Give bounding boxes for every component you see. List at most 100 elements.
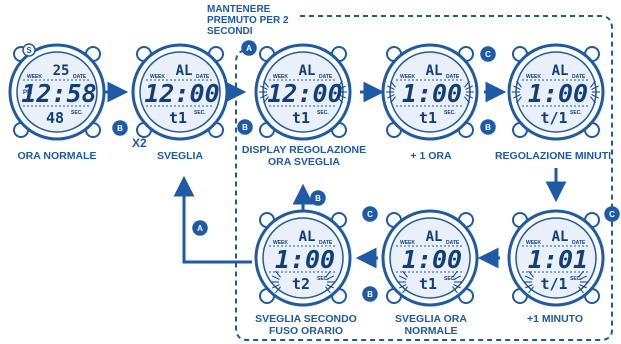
caption-piu-una-ora: + 1 ORA [386, 150, 476, 162]
button-s-badge-letter: S [26, 46, 32, 55]
display-top: AL [552, 229, 569, 245]
date-label: DATE [319, 74, 333, 80]
blink-ray [516, 96, 522, 104]
multiplier-label: X2 [132, 136, 147, 150]
caption-display-regolazione-line-1: DISPLAY REGOLAZIONE [241, 144, 367, 156]
blink-ray [512, 85, 521, 90]
week-label: WEEK [400, 240, 415, 246]
blink-ray [275, 286, 281, 294]
display-main: 12:00 [144, 79, 219, 108]
sec-label: SEC. [71, 110, 83, 116]
blink-ray [452, 286, 458, 294]
blink-rays [259, 80, 347, 104]
display-top: AL [176, 63, 193, 79]
blink-ray [579, 284, 588, 289]
watch-dial [262, 217, 344, 299]
blink-ray [402, 270, 408, 278]
display-top: AL [299, 63, 316, 79]
blink-ray [512, 94, 521, 99]
sec-label: SEC. [317, 276, 329, 282]
display-bottom: t2 [292, 275, 310, 293]
week-label: WEEK [273, 240, 288, 246]
caption-ora-normale-line-1: ORA NORMALE [17, 150, 97, 162]
blink-ray [263, 80, 269, 88]
blink-rays [386, 80, 474, 104]
button-a-badge-2-letter: A [197, 224, 203, 233]
button-c-badge-2-letter: C [609, 210, 615, 219]
blink-ray [528, 286, 534, 294]
button-c-badge-1-letter: C [485, 50, 491, 59]
hold-note-line-1: MANTENERE [207, 4, 271, 15]
blink-rays [271, 270, 335, 294]
blink-ray [591, 85, 600, 90]
blink-ray [263, 96, 269, 104]
button-b-badge-5: B [310, 190, 326, 206]
display-bottom: 48 [46, 109, 64, 127]
blink-ray [453, 284, 462, 289]
blink-ray [326, 275, 335, 280]
blink-ray [591, 94, 600, 99]
blink-rays [524, 270, 588, 294]
date-label: DATE [572, 74, 586, 80]
display-top: 25 [53, 63, 70, 79]
button-b-badge-3-letter: B [485, 123, 491, 132]
caption-sveglia-secondo-fuso-line-1: SVEGLIA SECONDO [255, 313, 357, 325]
button-b-badge-5-letter: B [315, 194, 321, 203]
week-label: WEEK [150, 74, 165, 80]
button-b-badge-1-letter: B [117, 124, 123, 133]
blink-ray [516, 80, 522, 88]
date-label: DATE [572, 240, 586, 246]
hold-note-line-2: PREMUTO PER 2 [207, 15, 289, 26]
button-b-badge-1: B [112, 120, 128, 136]
blink-ray [528, 270, 534, 278]
display-main: 1:00 [528, 79, 588, 108]
button-b-badge-5-circle [310, 190, 326, 206]
date-label: DATE [196, 74, 210, 80]
caption-regolazione-minuti-line-1: REGOLAZIONE MINUTI [494, 150, 612, 162]
sec-label: SEC. [194, 110, 206, 116]
caption-sveglia-line-1: SVEGLIA [156, 150, 204, 162]
button-c-badge-2-circle [604, 206, 620, 222]
button-b-badge-2-circle [237, 119, 253, 135]
button-c-badge-2: C [604, 206, 620, 222]
week-label: WEEK [400, 74, 415, 80]
display-bottom: t1 [169, 109, 187, 127]
caption-display-regolazione: DISPLAY REGOLAZIONE ORA SVEGLIA [238, 144, 370, 168]
sec-label: SEC. [570, 276, 582, 282]
blink-ray [465, 94, 474, 99]
blink-ray [590, 96, 596, 104]
date-label: DATE [446, 240, 460, 246]
display-bottom: t1 [419, 109, 437, 127]
display-top: AL [426, 229, 443, 245]
blink-ray [402, 286, 408, 294]
blink-ray [325, 270, 331, 278]
button-a-badge-1: A [241, 40, 257, 56]
button-b-badge-2: B [237, 119, 253, 135]
blink-ray [338, 94, 347, 99]
week-label: WEEK [526, 240, 541, 246]
display-main: 1:00 [275, 245, 335, 274]
display-main: 1:00 [402, 245, 462, 274]
caption-sveglia-ora-normale-line-1: SVEGLIA ORA [395, 313, 467, 325]
blink-ray [524, 275, 533, 280]
button-s-badge-circle [22, 43, 36, 57]
caption-sveglia: SVEGLIA [135, 150, 225, 162]
caption-piu-un-minuto-line-1: +1 MINUTO [526, 313, 584, 325]
caption-sveglia-ora-normale-line-2: NORMALE [404, 325, 458, 337]
blink-ray [390, 80, 396, 88]
caption-piu-un-minuto: +1 MINUTO [510, 313, 600, 325]
button-b-badge-4-letter: B [367, 290, 373, 299]
arrow-8-to-2 [173, 175, 252, 264]
display-bottom: t1 [292, 109, 310, 127]
blink-ray [465, 85, 474, 90]
display-top: AL [299, 229, 316, 245]
hold-region-border [235, 15, 613, 341]
date-label: DATE [446, 74, 460, 80]
display-main: 1:00 [402, 79, 462, 108]
blink-ray [578, 270, 584, 278]
blink-ray [337, 80, 343, 88]
